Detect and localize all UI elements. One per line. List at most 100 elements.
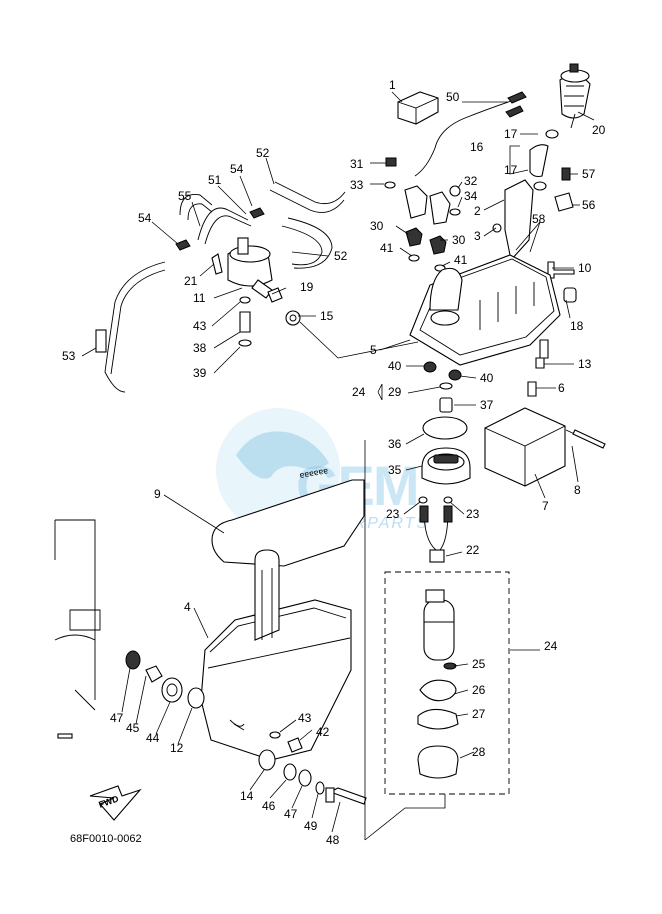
callout-50: 50 bbox=[446, 90, 460, 104]
callout-27: 27 bbox=[472, 707, 486, 721]
callout-26: 26 bbox=[472, 683, 486, 697]
part-52-hose-a bbox=[269, 189, 345, 213]
callout-16: 16 bbox=[470, 140, 484, 154]
part-9-gasket bbox=[211, 479, 365, 567]
callout-45: 45 bbox=[126, 721, 140, 735]
callout-40b: 40 bbox=[480, 371, 494, 385]
part-48-bolt bbox=[328, 787, 367, 805]
callout-41b: 41 bbox=[454, 253, 468, 267]
part-16-hose bbox=[529, 129, 559, 191]
part-47-washer-a bbox=[125, 650, 141, 670]
part-21-screw bbox=[211, 253, 223, 275]
callout-34: 34 bbox=[464, 189, 478, 203]
callout-47a: 47 bbox=[110, 711, 124, 725]
part-43-washer-a bbox=[239, 296, 251, 304]
part-22-harness bbox=[419, 505, 453, 563]
part-6-valve bbox=[527, 381, 537, 397]
callout-8: 8 bbox=[574, 483, 581, 497]
part-54-joint-a bbox=[249, 207, 265, 219]
part-51-tube bbox=[197, 207, 249, 241]
leader-lines bbox=[81, 91, 595, 841]
part-39-oring bbox=[238, 339, 252, 347]
part-24-pump-kit-box bbox=[384, 571, 510, 795]
callout-15: 15 bbox=[320, 309, 334, 323]
callout-18: 18 bbox=[570, 319, 584, 333]
part-5-cover bbox=[409, 254, 561, 366]
callout-23b: 23 bbox=[466, 507, 480, 521]
callout-52b: 52 bbox=[334, 249, 348, 263]
callout-52a: 52 bbox=[256, 146, 270, 160]
part-37-sleeve bbox=[439, 397, 453, 413]
engine-outline bbox=[54, 519, 101, 711]
part-33-washer bbox=[384, 181, 396, 189]
callout-23a: 23 bbox=[386, 507, 400, 521]
part-47-washer-b bbox=[298, 769, 312, 787]
callout-42: 42 bbox=[316, 725, 330, 739]
part-1-clip bbox=[397, 91, 439, 125]
callout-9: 9 bbox=[154, 487, 161, 501]
callout-12: 12 bbox=[170, 741, 184, 755]
callout-55: 55 bbox=[178, 189, 192, 203]
callout-43a: 43 bbox=[193, 319, 207, 333]
part-36-oring bbox=[422, 416, 468, 440]
callout-6: 6 bbox=[558, 381, 565, 395]
part-50-wire bbox=[414, 97, 521, 177]
part-43-washer-b bbox=[269, 731, 281, 739]
callout-32: 32 bbox=[464, 174, 478, 188]
part-38-fitting bbox=[239, 311, 251, 333]
callout-54b: 54 bbox=[138, 211, 152, 225]
callout-44: 44 bbox=[146, 731, 160, 745]
part-10-bolt bbox=[547, 261, 575, 279]
callout-33: 33 bbox=[350, 178, 364, 192]
part-53-hose bbox=[104, 261, 166, 393]
callout-25: 25 bbox=[472, 657, 486, 671]
callout-labels: 1 50 20 17 16 17 52 54 51 55 31 33 32 34… bbox=[62, 78, 606, 847]
callout-41a: 41 bbox=[380, 241, 394, 255]
callout-53: 53 bbox=[62, 349, 76, 363]
callout-35: 35 bbox=[388, 463, 402, 477]
part-54-joint-b bbox=[175, 239, 191, 251]
part-44-grommet bbox=[161, 677, 183, 703]
callout-30b: 30 bbox=[452, 233, 466, 247]
part-23-oring-a bbox=[418, 496, 428, 504]
part-27-bracket bbox=[417, 708, 459, 730]
part-41-oring-a bbox=[408, 254, 420, 262]
part-23-oring-b bbox=[443, 496, 453, 504]
part-11-pump bbox=[227, 237, 273, 299]
part-35-float-chamber bbox=[421, 447, 471, 485]
callout-21: 21 bbox=[184, 274, 198, 288]
part-46-washer bbox=[283, 763, 297, 781]
part-40-grommet-a bbox=[423, 361, 437, 373]
part-20-filter bbox=[559, 63, 591, 129]
callout-28: 28 bbox=[472, 745, 486, 759]
callout-58: 58 bbox=[532, 212, 546, 226]
callout-31: 31 bbox=[350, 157, 364, 171]
callout-22: 22 bbox=[466, 543, 480, 557]
callout-17a: 17 bbox=[504, 127, 518, 141]
part-32-nut bbox=[449, 185, 461, 197]
part-30-connector-b bbox=[429, 235, 447, 255]
part-4-separator-body bbox=[200, 549, 352, 761]
part-26-holder bbox=[419, 679, 457, 702]
callout-10: 10 bbox=[578, 261, 592, 275]
part-42-screw bbox=[287, 737, 303, 753]
part-13-screw bbox=[535, 357, 545, 369]
callout-39: 39 bbox=[193, 366, 207, 380]
part-30-connector-a bbox=[405, 227, 423, 247]
part-55-hose bbox=[179, 193, 213, 216]
part-56-holder bbox=[554, 192, 574, 212]
callout-56: 56 bbox=[582, 198, 596, 212]
part-24-pump bbox=[423, 589, 455, 661]
part-57-bolt bbox=[561, 167, 571, 181]
callout-37: 37 bbox=[480, 398, 494, 412]
diagram-code: 68F0010-0062 bbox=[70, 833, 142, 845]
callout-43b: 43 bbox=[298, 711, 312, 725]
part-8-pin bbox=[572, 429, 606, 449]
part-34-washer bbox=[449, 208, 461, 216]
callout-40a: 40 bbox=[388, 359, 402, 373]
callout-7: 7 bbox=[542, 499, 549, 513]
part-40-grommet-b bbox=[448, 369, 462, 381]
callout-49: 49 bbox=[304, 819, 318, 833]
